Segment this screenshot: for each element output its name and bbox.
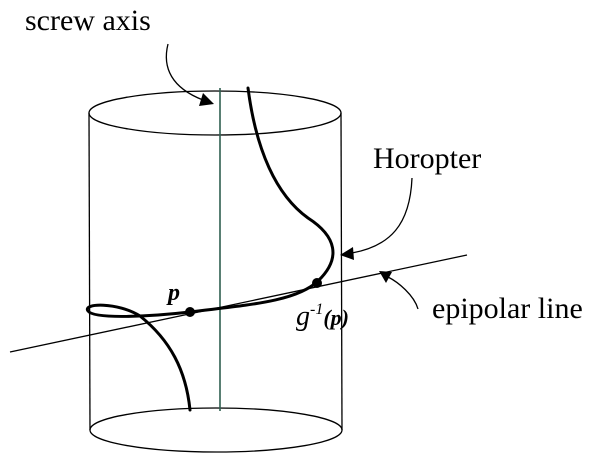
point-g-inverse-p-dot xyxy=(312,278,322,288)
cylinder xyxy=(88,90,343,453)
point-p-label: p xyxy=(166,280,180,306)
horopter-label: Horopter xyxy=(373,142,481,175)
screw-axis-label: screw axis xyxy=(25,4,151,37)
cylinder-left-edge xyxy=(88,112,91,431)
g-argument: (p) xyxy=(323,305,349,330)
screw-axis-arrow xyxy=(165,43,214,106)
epipolar-line xyxy=(9,254,468,353)
epipolar-line-label: epipolar line xyxy=(432,292,583,325)
cylinder-right-edge xyxy=(340,112,343,431)
g-base: g xyxy=(296,301,310,332)
cylinder-top-ellipse xyxy=(88,90,342,136)
epipolar-line-arrow xyxy=(379,271,419,310)
point-p-dot xyxy=(185,307,195,317)
g-superscript: -1 xyxy=(310,301,323,318)
cylinder-bottom-ellipse xyxy=(89,407,343,453)
horopter-arrow xyxy=(340,177,413,260)
point-g-inverse-p-label: g-1(p) xyxy=(296,301,349,332)
horopter-curve xyxy=(85,86,335,412)
